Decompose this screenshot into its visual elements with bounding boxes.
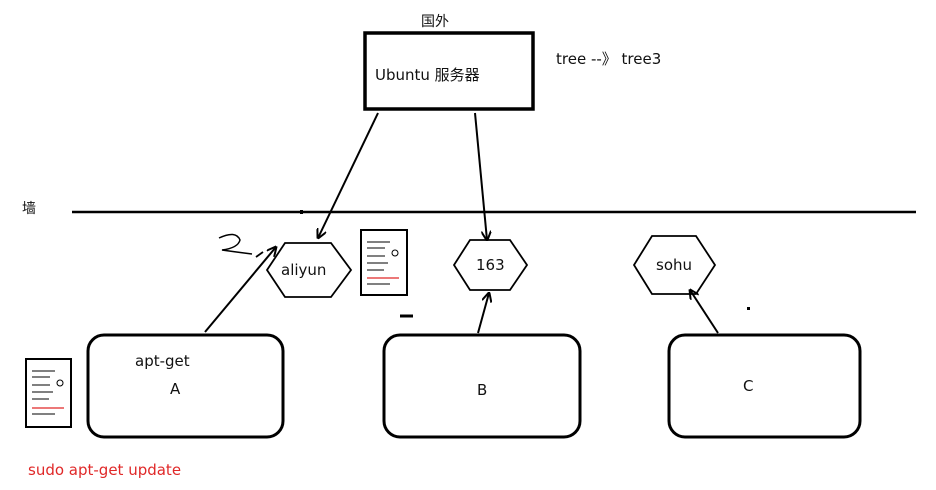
client-b-label: B — [477, 381, 488, 399]
client-c-box — [667, 333, 862, 439]
mirror-aliyun-hexagon — [265, 242, 353, 298]
mirror-sohu-label: sohu — [656, 256, 693, 274]
command-text: sudo apt-get update — [28, 461, 182, 479]
arrow-b-to-163 — [477, 293, 489, 334]
wall-tick — [300, 210, 303, 214]
client-c-label: C — [743, 377, 754, 395]
client-a-tool-label: apt-get — [135, 352, 190, 370]
arrow-server-to-163 — [474, 112, 487, 240]
mirror-sohu-hexagon — [632, 235, 717, 295]
rename-note: tree --》 tree3 — [556, 50, 662, 68]
client-a-box — [86, 333, 285, 439]
client-a-label: A — [170, 380, 181, 398]
client-b-box — [382, 333, 582, 439]
arrow-c-to-sohu — [690, 290, 719, 334]
dot-mark — [747, 307, 750, 310]
overseas-label: 国外 — [421, 14, 449, 30]
doodle-dash — [255, 251, 264, 258]
server-box — [363, 31, 535, 111]
arrow-a-to-aliyun — [204, 247, 276, 333]
mirror-163-label: 163 — [476, 256, 505, 274]
document-icon — [25, 358, 72, 428]
server-label: Ubuntu 服务器 — [375, 66, 480, 84]
arrow-server-to-aliyun — [318, 112, 379, 238]
document-icon — [360, 229, 408, 296]
mirror-163-hexagon — [452, 239, 529, 291]
handwritten-doodle — [218, 233, 253, 255]
mirror-aliyun-label: aliyun — [281, 261, 327, 279]
wall-label: 墙 — [22, 201, 36, 217]
